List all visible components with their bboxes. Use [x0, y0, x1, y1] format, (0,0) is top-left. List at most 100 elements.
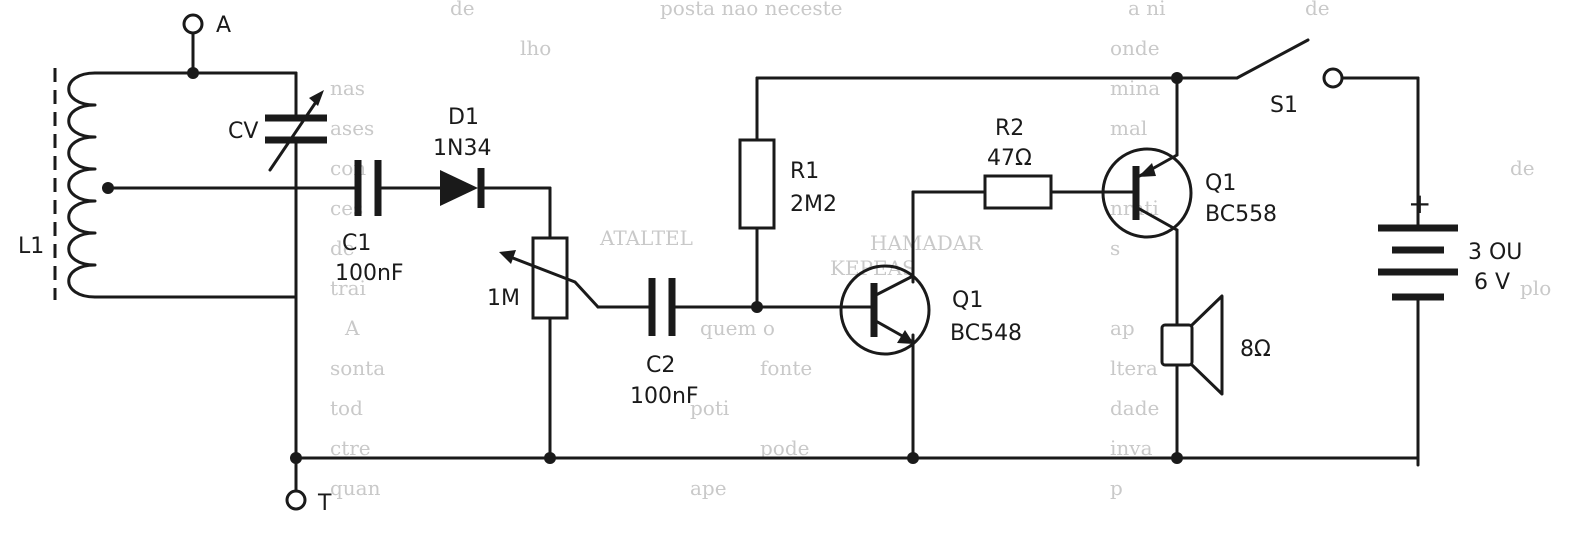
c2-name: C2: [646, 353, 675, 378]
speaker: 8Ω: [1160, 294, 1271, 396]
junction-ground-left: [290, 452, 302, 464]
speaker-cone: [1190, 294, 1224, 396]
bg-word-m3: HAMADAR: [870, 231, 983, 255]
junction-ground-pot: [544, 452, 556, 464]
background-page-text: de a ni onde mina mal de nrati s plo ap …: [330, 0, 1551, 500]
junction-ground-speaker: [1171, 452, 1183, 464]
q1b-name: Q1: [1205, 171, 1236, 196]
battery-plus-sign: +: [1408, 187, 1431, 220]
bg-word-r13: p: [1110, 476, 1123, 500]
d1-triangle: [440, 170, 478, 206]
speaker-label: 8Ω: [1240, 337, 1271, 362]
junction-ground-q1a: [907, 452, 919, 464]
terminal-t-circle: [285, 489, 307, 511]
variable-capacitor-cv: CV: [228, 90, 327, 172]
bg-word-l3: ases: [330, 116, 374, 140]
battery-voltage-line1: 3 OU: [1468, 240, 1522, 265]
bg-word-l10: tod: [330, 396, 363, 420]
cv-arrowhead: [309, 90, 324, 106]
bg-word-r10: ltera: [1110, 356, 1158, 380]
potentiometer-1m: 1M: [487, 236, 600, 320]
bg-word-m6: poti: [690, 396, 729, 420]
battery-voltage-line2: 6 V: [1474, 270, 1510, 295]
c1-value: 100nF: [335, 261, 404, 286]
bg-word-m8: ape: [690, 476, 727, 500]
bg-word-m0: posta nao neceste: [660, 0, 843, 20]
inductor-l1-windings: [67, 71, 97, 299]
bg-word-m1: ATALTEL: [599, 226, 693, 250]
speaker-magnet: [1160, 323, 1194, 367]
bg-word-r7: s: [1110, 236, 1120, 260]
resistor-r1: R1 2M2: [738, 138, 837, 230]
bg-word-r11: dade: [1110, 396, 1159, 420]
s1-label: S1: [1270, 93, 1298, 118]
junction-dots: [102, 67, 1183, 464]
bg-word-r12: inva: [1110, 436, 1153, 460]
q1b-value: BC558: [1205, 202, 1277, 227]
bg-word-r4: mal: [1110, 116, 1147, 140]
terminal-t: T: [285, 456, 332, 516]
junction-coil-tap: [102, 182, 114, 194]
inductor-l1-label: L1: [18, 234, 44, 259]
bg-word-m7: pode: [760, 436, 809, 460]
c2-value: 100nF: [630, 384, 699, 409]
bg-word-r9: ap: [1110, 316, 1135, 340]
r2-value: 47Ω: [987, 146, 1032, 171]
resistor-r2: R2 47Ω: [983, 116, 1053, 210]
r1-name: R1: [790, 159, 819, 184]
r1-value: 2M2: [790, 192, 837, 217]
circuit-wires: [93, 31, 1420, 492]
pot-wiper-arrowhead: [499, 250, 516, 264]
s1-lever: [1235, 38, 1310, 80]
c1-name: C1: [342, 231, 371, 256]
bg-word-r1: a ni: [1128, 0, 1166, 20]
cv-label: CV: [228, 119, 258, 144]
r1-body: [738, 138, 776, 230]
cv-adjust-arrow: [268, 94, 322, 172]
junction-base: [751, 301, 763, 313]
bg-word-l12: quan: [330, 476, 381, 500]
q1b-emitter-arrow: [1138, 163, 1156, 177]
terminal-t-label: T: [317, 491, 332, 516]
r2-body: [983, 174, 1053, 210]
bg-word-r2: onde: [1110, 36, 1160, 60]
bg-word-l2: nas: [330, 76, 365, 100]
bg-word-l6: de: [330, 236, 355, 260]
junction-antenna: [187, 67, 199, 79]
q1b-collector-lead: [1134, 205, 1179, 232]
transistor-q1-bc548: Q1 BC548: [839, 264, 1022, 356]
diode-d1: D1 1N34: [433, 105, 491, 208]
bg-word-l1: lho: [520, 36, 551, 60]
inductor-l1: L1: [18, 68, 97, 300]
q1a-value: BC548: [950, 321, 1022, 346]
bg-word-l11: ctre: [330, 436, 371, 460]
bg-word-r3: mina: [1110, 76, 1160, 100]
bg-word-r5: de: [1510, 156, 1535, 180]
s1-open-contact: [1322, 67, 1344, 89]
junction-top-rail: [1171, 72, 1183, 84]
q1a-emitter-arrow: [897, 330, 914, 344]
bg-word-r0: de: [1305, 0, 1330, 20]
bg-word-l8: A: [344, 316, 360, 340]
d1-value: 1N34: [433, 136, 491, 161]
q1a-name: Q1: [952, 288, 983, 313]
d1-name: D1: [448, 105, 479, 130]
q1a-collector-lead: [872, 274, 915, 298]
terminal-a-label: A: [216, 13, 231, 38]
bg-word-m4: quem o: [700, 316, 775, 340]
q1a-envelope: [839, 264, 931, 356]
pot-wiper: [503, 253, 600, 309]
bg-word-r8: plo: [1520, 276, 1551, 300]
bg-word-m5: fonte: [760, 356, 812, 380]
switch-s1: S1: [1175, 38, 1344, 118]
pot-label: 1M: [487, 286, 520, 311]
terminal-a: A: [182, 13, 231, 38]
capacitor-c2: C2 100nF: [630, 278, 699, 409]
bg-word-l9: sonta: [330, 356, 385, 380]
transistor-q1-bc558: Q1 BC558: [1101, 147, 1277, 239]
terminal-a-circle: [182, 13, 204, 35]
r2-name: R2: [995, 116, 1024, 141]
bg-word-l7: trai: [330, 276, 366, 300]
